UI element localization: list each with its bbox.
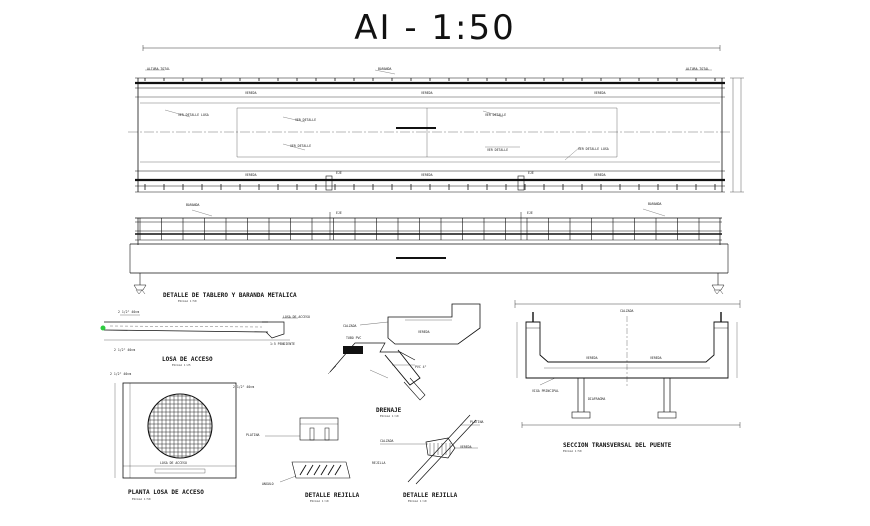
svg-text:DIAFRAGMA: DIAFRAGMA bbox=[588, 397, 605, 401]
svg-text:VEREDA: VEREDA bbox=[586, 356, 598, 360]
svg-text:VER DETALLE: VER DETALLE bbox=[290, 144, 311, 148]
overall-dimension bbox=[142, 45, 721, 51]
caption-approach-plan: PLANTA LOSA DE ACCESO bbox=[128, 489, 204, 496]
grate-bar bbox=[327, 464, 335, 476]
railing-posts bbox=[139, 218, 700, 240]
approach-slab-plan bbox=[114, 382, 237, 479]
cross-section-posts bbox=[532, 312, 722, 322]
plan-axis-labels: EJE EJE bbox=[336, 171, 534, 175]
svg-text:TUBO PVC: TUBO PVC bbox=[346, 336, 361, 340]
svg-text:EJE: EJE bbox=[528, 171, 534, 175]
svg-text:VEREDA: VEREDA bbox=[460, 445, 472, 449]
drawing-title: AI - 1:50 bbox=[354, 8, 516, 48]
caption-cross-section: SECCION TRANSVERSAL DEL PUENTE bbox=[563, 442, 672, 449]
svg-text:BARANDA: BARANDA bbox=[648, 202, 662, 206]
svg-text:ALTURA TOTAL: ALTURA TOTAL bbox=[686, 67, 709, 71]
scale-approach-slab: ESCALA 1:25 bbox=[172, 363, 191, 367]
grate-2-hatch bbox=[429, 443, 451, 455]
grate-bar bbox=[299, 464, 307, 476]
plan-side-dimensions bbox=[730, 77, 744, 193]
svg-text:VIGA PRINCIPAL: VIGA PRINCIPAL bbox=[532, 389, 559, 393]
svg-text:CALZADA: CALZADA bbox=[380, 439, 394, 443]
scale-cross-section: ESCALA 1:50 bbox=[563, 449, 582, 453]
drainage-notes: CALZADA VEREDA TUBO PVC PVC 4" bbox=[343, 324, 430, 369]
svg-text:VER DETALLE: VER DETALLE bbox=[295, 118, 316, 122]
svg-text:CALZADA: CALZADA bbox=[343, 324, 357, 328]
scale-grate-1: ESCALA 1:10 bbox=[310, 499, 329, 503]
cross-section-notes: VEREDA VEREDA CALZADA VIGA PRINCIPAL DIA… bbox=[532, 309, 662, 401]
drain-pipe-section bbox=[343, 346, 363, 354]
svg-text:EJE: EJE bbox=[336, 211, 342, 215]
deck-plan-view bbox=[128, 77, 732, 193]
grate-2-notes: CALZADA VEREDA PLATINA REJILLA bbox=[372, 420, 484, 465]
svg-text:LOSA DE ACCESO: LOSA DE ACCESO bbox=[283, 315, 310, 319]
svg-text:EJE: EJE bbox=[336, 171, 342, 175]
scale-deck-detail: ESCALA 1:50 bbox=[178, 299, 197, 303]
svg-text:VEREDA: VEREDA bbox=[421, 173, 433, 177]
svg-text:PLATINA: PLATINA bbox=[246, 433, 260, 437]
svg-text:VER DETALLE: VER DETALLE bbox=[487, 148, 508, 152]
approach-slab-notes: 2 1/2" 40cm 2 1/2" 40cm LOSA DE ACCESO 1… bbox=[114, 310, 310, 352]
svg-text:LOSA DE ACCESO: LOSA DE ACCESO bbox=[160, 461, 187, 465]
caption-grate-1: DETALLE REJILLA bbox=[305, 492, 360, 499]
plan-vereda-labels: VEREDA VEREDA VEREDA VEREDA VEREDA VERED… bbox=[245, 91, 606, 177]
section-marker-icon bbox=[100, 325, 106, 331]
elevation-center-mark bbox=[396, 257, 446, 259]
grate-bar bbox=[306, 464, 314, 476]
svg-text:VEREDA: VEREDA bbox=[245, 173, 257, 177]
svg-text:VER DETALLE LOSA: VER DETALLE LOSA bbox=[178, 113, 209, 117]
svg-text:2 1/2" 40cm: 2 1/2" 40cm bbox=[114, 348, 135, 352]
grate-circle bbox=[147, 393, 213, 459]
caption-drainage: DRENAJE bbox=[376, 407, 402, 414]
svg-text:VEREDA: VEREDA bbox=[421, 91, 433, 95]
plan-center-mark bbox=[396, 127, 436, 129]
svg-text:2 1/2" 40cm: 2 1/2" 40cm bbox=[233, 385, 254, 389]
svg-text:PVC 4": PVC 4" bbox=[415, 365, 427, 369]
grate-bar bbox=[320, 464, 328, 476]
approach-plan-notes: 2 1/2" 40cm 2 1/2" 40cm LOSA DE ACCESO bbox=[110, 372, 254, 465]
cross-section bbox=[514, 300, 741, 428]
svg-text:ANGULO: ANGULO bbox=[262, 482, 274, 486]
grate-bar bbox=[334, 464, 342, 476]
svg-text:VER DETALLE LOSA: VER DETALLE LOSA bbox=[578, 147, 609, 151]
svg-text:CALZADA: CALZADA bbox=[620, 309, 634, 313]
plan-leaders bbox=[145, 69, 712, 161]
grate-bars bbox=[299, 464, 342, 476]
svg-text:VER DETALLE: VER DETALLE bbox=[485, 113, 506, 117]
caption-deck-detail: DETALLE DE TABLERO Y BARANDA METALICA bbox=[163, 292, 297, 299]
svg-text:BARANDA: BARANDA bbox=[186, 203, 200, 207]
elevation-labels: BARANDA BARANDA EJE EJE bbox=[186, 202, 662, 215]
scale-grate-2: ESCALA 1:10 bbox=[408, 499, 427, 503]
approach-slab-section bbox=[103, 314, 298, 341]
caption-grate-2: DETALLE REJILLA bbox=[403, 492, 458, 499]
caption-approach-slab: LOSA DE ACCESO bbox=[162, 356, 213, 363]
elevation-leaders bbox=[191, 208, 666, 217]
svg-text:VEREDA: VEREDA bbox=[594, 173, 606, 177]
plan-post-ticks bbox=[144, 78, 716, 190]
plan-notes: ALTURA TOTAL BARANDA ALTURA TOTAL VER DE… bbox=[147, 67, 709, 152]
svg-text:PLATINA: PLATINA bbox=[470, 420, 484, 424]
svg-text:2 1/2" 40cm: 2 1/2" 40cm bbox=[118, 310, 139, 314]
svg-text:1:5 PENDIENTE: 1:5 PENDIENTE bbox=[270, 342, 295, 346]
scale-drainage: ESCALA 1:10 bbox=[380, 414, 399, 418]
svg-text:VEREDA: VEREDA bbox=[594, 91, 606, 95]
scale-approach-plan: ESCALA 1:50 bbox=[132, 497, 151, 501]
svg-text:VEREDA: VEREDA bbox=[650, 356, 662, 360]
svg-text:2 1/2" 40cm: 2 1/2" 40cm bbox=[110, 372, 131, 376]
railing-elevation bbox=[129, 212, 729, 295]
grate-1-notes: PLATINA ANGULO bbox=[246, 433, 274, 486]
svg-text:REJILLA: REJILLA bbox=[372, 461, 386, 465]
svg-text:VEREDA: VEREDA bbox=[245, 91, 257, 95]
svg-text:BARANDA: BARANDA bbox=[378, 67, 392, 71]
svg-text:EJE: EJE bbox=[527, 211, 533, 215]
svg-text:VEREDA: VEREDA bbox=[418, 330, 430, 334]
grate-detail-1 bbox=[265, 417, 351, 483]
grate-bar bbox=[313, 464, 321, 476]
svg-text:ALTURA TOTAL: ALTURA TOTAL bbox=[147, 67, 170, 71]
